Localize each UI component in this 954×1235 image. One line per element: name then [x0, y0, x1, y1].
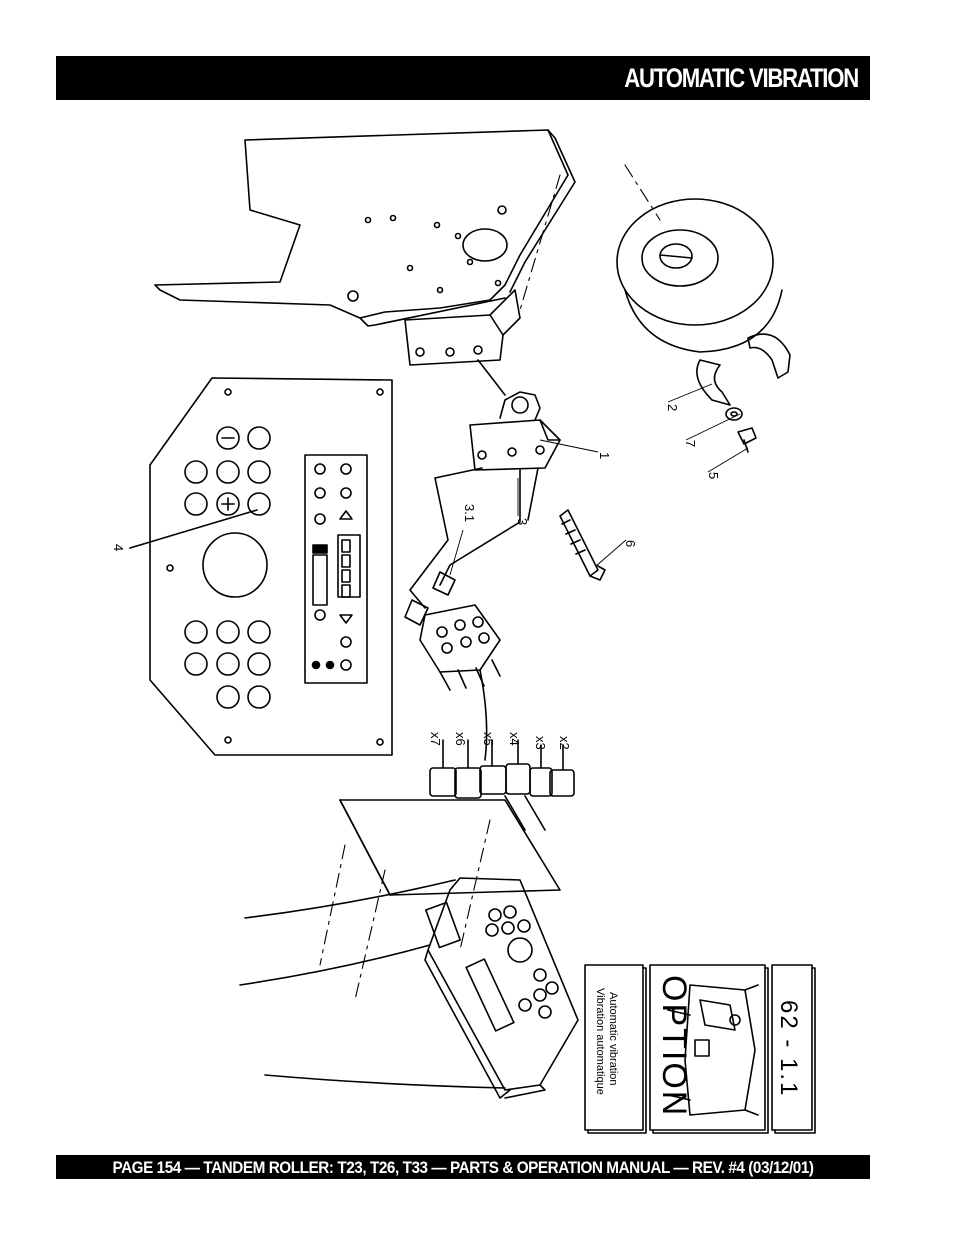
flywheel-disc: [616, 198, 783, 353]
footer-bar: PAGE 154 — TANDEM ROLLER: T23, T26, T33 …: [56, 1155, 870, 1179]
footer-text: PAGE 154 — TANDEM ROLLER: T23, T26, T33 …: [112, 1158, 814, 1177]
wiring-harness: [404, 467, 539, 761]
callout-4: 4: [111, 544, 126, 551]
connector-label-x4: x4: [507, 732, 522, 746]
option-label: OPTION: [655, 975, 693, 1117]
callout-2: 2: [665, 404, 680, 411]
connector-label-x3: x3: [533, 736, 548, 750]
mounting-bracket: [154, 129, 576, 366]
callout-1: 1: [597, 452, 612, 459]
drawing-number: 62 - 1.1: [775, 1000, 802, 1097]
washer: [725, 407, 743, 421]
connector-label-x5: x5: [481, 732, 496, 746]
connector-label-x7: x7: [428, 732, 443, 746]
title-block: [584, 964, 816, 1134]
control-panel: [129, 377, 393, 756]
header-bar: AUTOMATIC VIBRATION: [56, 56, 870, 100]
callout-3-1: 3.1: [462, 504, 477, 522]
connector-plugs: [429, 739, 575, 831]
connector-label-x2: x2: [557, 736, 572, 750]
description-fr: Vibration automatique: [594, 988, 606, 1095]
callout-5: 5: [706, 472, 721, 479]
connector-label-x6: x6: [453, 732, 468, 746]
description-en: Automatic vibration: [607, 992, 619, 1086]
callout-3: 3: [515, 518, 530, 525]
enclosure-box: [339, 799, 561, 896]
dashed-alignment-lines: [319, 164, 661, 1001]
callout-6: 6: [623, 540, 638, 547]
mounted-panel: [239, 877, 579, 1099]
clamp-halves: [696, 333, 791, 406]
proximity-sensor: [469, 359, 561, 471]
long-screw: [559, 509, 606, 581]
callout-7: 7: [683, 440, 698, 447]
bolt: [737, 427, 757, 453]
page-title: AUTOMATIC VIBRATION: [624, 63, 859, 93]
